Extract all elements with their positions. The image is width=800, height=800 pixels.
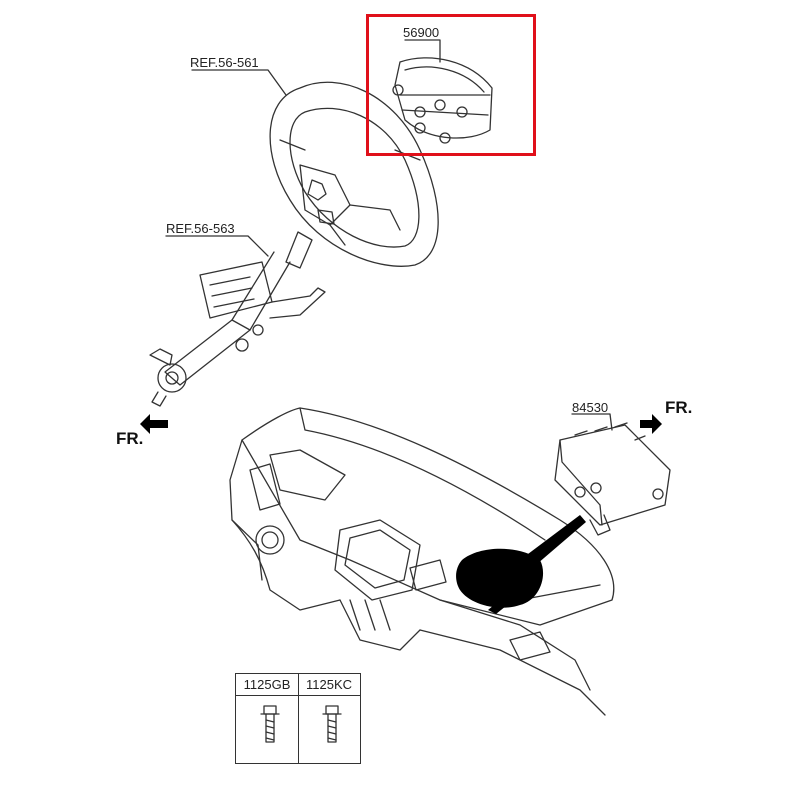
leader-passenger-airbag xyxy=(571,413,613,431)
dashboard-crash-pad xyxy=(229,407,615,716)
steering-wheel xyxy=(269,81,439,267)
leader-column xyxy=(165,235,269,257)
direction-label-right: FR. xyxy=(665,398,693,417)
bolt-1125kc-icon xyxy=(322,705,342,743)
fastener-code-1125gb: 1125GB xyxy=(236,674,298,696)
bolt-1125gb-icon xyxy=(260,705,280,743)
callout-passenger-airbag: 84530 xyxy=(572,400,609,415)
leader-driver-airbag xyxy=(404,39,441,63)
fr-arrow-right-icon xyxy=(640,414,662,434)
callout-steering-wheel-ref: REF.56-561 xyxy=(190,55,259,70)
passenger-airbag-location-blob xyxy=(456,548,544,608)
driver-airbag-highlight-box xyxy=(366,14,536,156)
fr-arrow-left-icon xyxy=(140,414,168,434)
fastener-code-1125kc: 1125KC xyxy=(298,674,360,696)
fastener-table: 1125GB 1125KC xyxy=(235,673,361,764)
steering-column xyxy=(149,231,326,407)
callout-steering-column-ref: REF.56-563 xyxy=(166,221,235,236)
leader-wheel xyxy=(191,69,287,96)
direction-label-left: FR. xyxy=(116,429,144,448)
location-pointer xyxy=(520,515,586,570)
callout-driver-airbag: 56900 xyxy=(403,25,440,40)
passenger-airbag-module xyxy=(554,422,671,536)
driver-airbag-module xyxy=(392,57,493,144)
fastener-table-divider xyxy=(298,674,300,763)
